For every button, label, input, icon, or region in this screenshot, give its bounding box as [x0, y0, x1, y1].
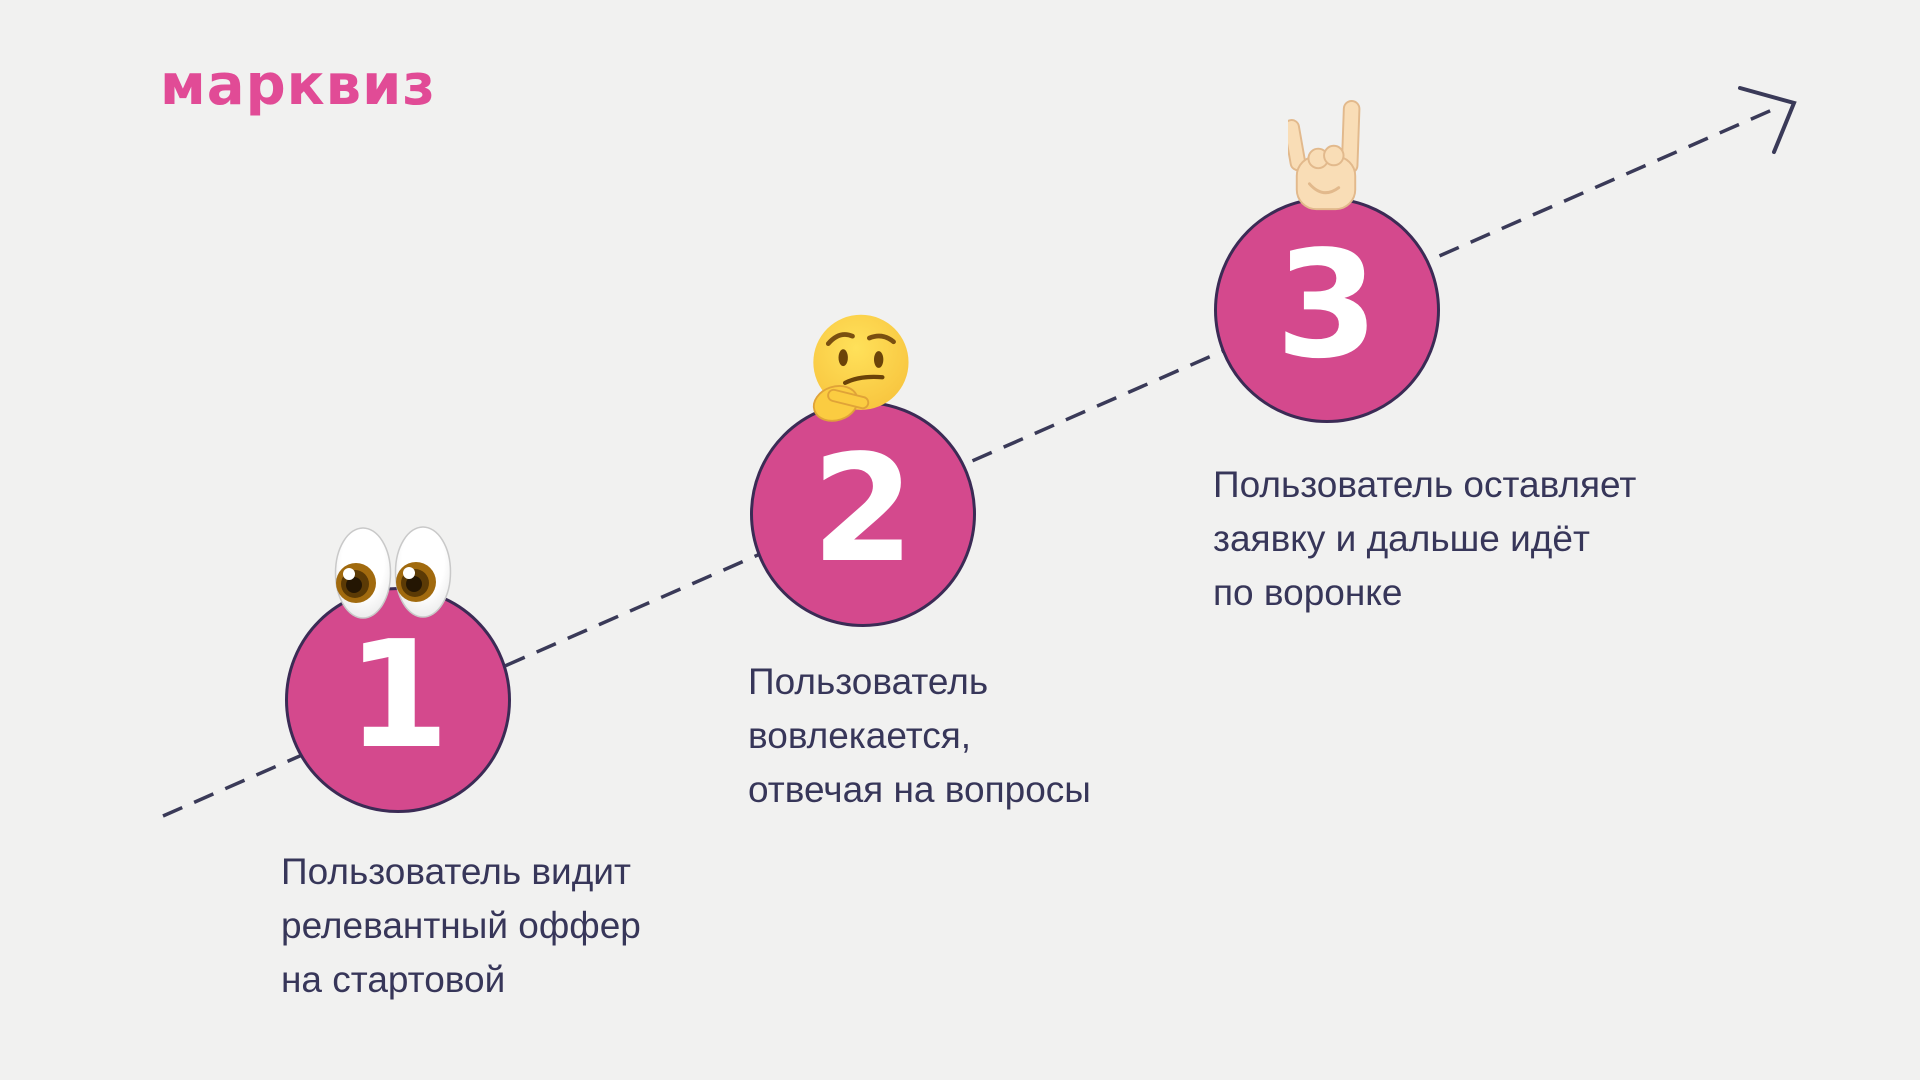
caption-line: заявку и дальше идёт	[1213, 518, 1590, 559]
step-1-circle: 1	[285, 587, 511, 813]
eyes-emoji	[334, 526, 454, 620]
caption-line: отвечая на вопросы	[748, 769, 1091, 810]
rock-hand-emoji	[1283, 98, 1364, 215]
caption-line: Пользователь оставляет	[1213, 464, 1637, 505]
step-3-caption: Пользователь оставляет заявку и дальше и…	[1213, 458, 1636, 620]
caption-line: на стартовой	[281, 959, 506, 1000]
brand-logo: марквиз	[160, 53, 436, 118]
step-2-number: 2	[811, 423, 915, 595]
step-2-caption: Пользователь вовлекается, отвечая на воп…	[748, 655, 1091, 817]
caption-line: Пользователь	[748, 661, 989, 702]
step-3-circle: 3	[1214, 197, 1440, 423]
caption-line: Пользователь видит	[281, 851, 631, 892]
step-2-circle: 2	[750, 401, 976, 627]
step-1-number: 1	[346, 609, 450, 781]
step-3-number: 3	[1275, 219, 1379, 391]
caption-line: релевантный оффер	[281, 905, 641, 946]
thinking-face-emoji	[804, 310, 916, 424]
caption-line: по воронке	[1213, 572, 1403, 613]
arrowhead-icon	[1738, 86, 1797, 154]
caption-line: вовлекается,	[748, 715, 972, 756]
step-1-caption: Пользователь видит релевантный оффер на …	[281, 845, 641, 1007]
